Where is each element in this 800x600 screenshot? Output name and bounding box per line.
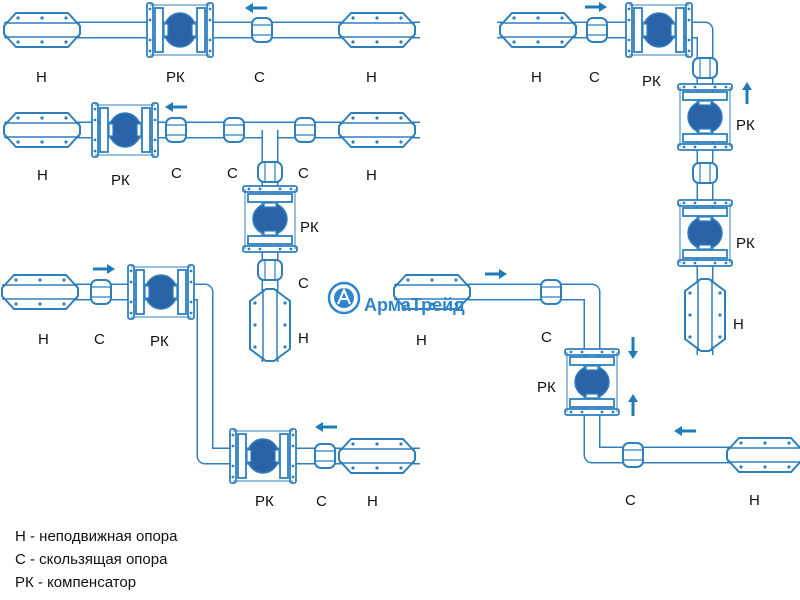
fixed-support-label: Н [367,493,378,510]
compensator-label: РК [642,73,661,90]
compensator [677,199,733,267]
support-labels: Н РК С Н Н РК С С С Н РК С Н Н С РК РК С Н Н С РК С Н Н С РК РК РК Н [36,69,760,510]
sliding-support [314,443,336,469]
sliding-support [294,117,316,143]
flow-direction-icon [165,102,187,112]
flow-direction-icon [315,422,337,432]
compensator [677,83,733,151]
sliding-support [540,279,562,305]
compensator-label: РК [300,219,319,236]
flow-arrows [93,2,752,436]
compensator-label: РК [111,172,130,189]
fixed-support [499,12,577,48]
fixed-support [684,278,726,352]
armatreid-logo-icon [327,281,361,315]
fixed-support-label: Н [38,331,49,348]
fixed-support-label: Н [366,167,377,184]
flow-direction-icon [628,394,638,416]
armatreid-logo: АрмаТрейд [327,281,465,315]
sliding-support-label: С [171,165,182,182]
legend-item-compensator: РК - компенсатор [15,574,137,591]
sliding-support [257,259,283,281]
compensator [91,102,159,158]
sliding-support [165,117,187,143]
sliding-support-label: С [589,69,600,86]
flow-direction-icon [485,269,507,279]
fixed-support-label: Н [416,332,427,349]
sliding-support-label: С [298,165,309,182]
sliding-support-label: С [541,329,552,346]
sliding-support [622,442,644,468]
fixed-support [1,274,79,310]
pipe [5,283,420,465]
flow-direction-icon [93,264,115,274]
fixed-support [726,437,800,473]
compensator [229,428,297,484]
compensator-label: РК [537,379,556,396]
pipe-fittings [1,2,800,484]
fixed-support [3,12,81,48]
fixed-support-label: Н [531,69,542,86]
fixed-support-label: Н [749,492,760,509]
fixed-support [338,12,416,48]
compensator-label: РК [150,333,169,350]
compensator-label: РК [736,235,755,252]
sliding-support-label: С [227,165,238,182]
sliding-support-label: С [298,275,309,292]
sliding-support-label: С [316,493,327,510]
flow-direction-icon [585,2,607,12]
sliding-support-label: С [254,69,265,86]
flow-direction-icon [628,337,638,359]
brand-name: АрмаТрейд [364,295,465,315]
fixed-support [393,274,471,310]
compensator [625,2,693,58]
compensator-label: РК [166,69,185,86]
sliding-support [90,279,112,305]
sliding-support [586,17,608,43]
fixed-support [338,438,416,474]
sliding-support [223,117,245,143]
compensator-label: РК [255,493,274,510]
fixed-support-label: Н [298,330,309,347]
compensator [127,264,195,320]
sliding-support [692,57,718,79]
sliding-support [251,17,273,43]
legend-item-sliding-support: С - скользящая опора [15,551,168,568]
flow-direction-icon [245,3,267,13]
fixed-support [3,112,81,148]
pipe [497,21,714,355]
sliding-support-label: С [94,331,105,348]
pipe-runs [5,21,800,465]
fixed-support-label: Н [36,69,47,86]
flow-direction-icon [742,82,752,104]
fixed-support-label: Н [733,316,744,333]
compensator [242,185,298,253]
fixed-support [249,288,291,362]
compensator [146,2,214,58]
fixed-support-label: Н [37,167,48,184]
sliding-support-label: С [625,492,636,509]
sliding-support [692,162,718,184]
compensator [564,348,620,416]
compensator-label: РК [736,117,755,134]
fixed-support [338,112,416,148]
fixed-support-label: Н [366,69,377,86]
flow-direction-icon [674,426,696,436]
sliding-support [257,161,283,183]
legend-item-fixed-support: Н - неподвижная опора [15,528,178,545]
